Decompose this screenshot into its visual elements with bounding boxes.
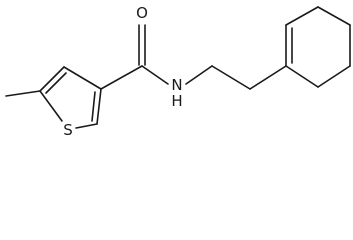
bond-r5-r6 xyxy=(317,65,351,88)
bond-methyl xyxy=(5,90,41,97)
bond-c5-c4 xyxy=(39,66,65,92)
bond-c5-c4-inner xyxy=(45,72,67,94)
sulfur-label: S xyxy=(63,121,73,139)
structure-canvas: O N H S xyxy=(5,4,351,139)
bond-c3-c2 xyxy=(96,88,102,125)
bond-carbonyl-n xyxy=(141,65,169,85)
bond-c4-c3 xyxy=(63,66,102,90)
hydrogen-label: H xyxy=(171,92,182,110)
bond-ring-carbonyl xyxy=(100,65,143,90)
nitrogen-label: N xyxy=(171,76,182,94)
bond-c2-s xyxy=(75,123,98,129)
bond-s-c5 xyxy=(39,90,63,122)
bond-r6-r1 xyxy=(285,65,319,88)
bond-r3-r4 xyxy=(317,6,351,26)
bond-ch2-ch2 xyxy=(211,65,251,90)
bond-r2-r3 xyxy=(285,6,319,26)
molecule-structure: O N H S xyxy=(5,4,351,139)
bond-c3-c2-inner xyxy=(91,91,96,122)
bond-n-ch2 xyxy=(185,65,213,85)
bond-ch2-ring xyxy=(249,65,287,90)
oxygen-label: O xyxy=(136,4,148,22)
